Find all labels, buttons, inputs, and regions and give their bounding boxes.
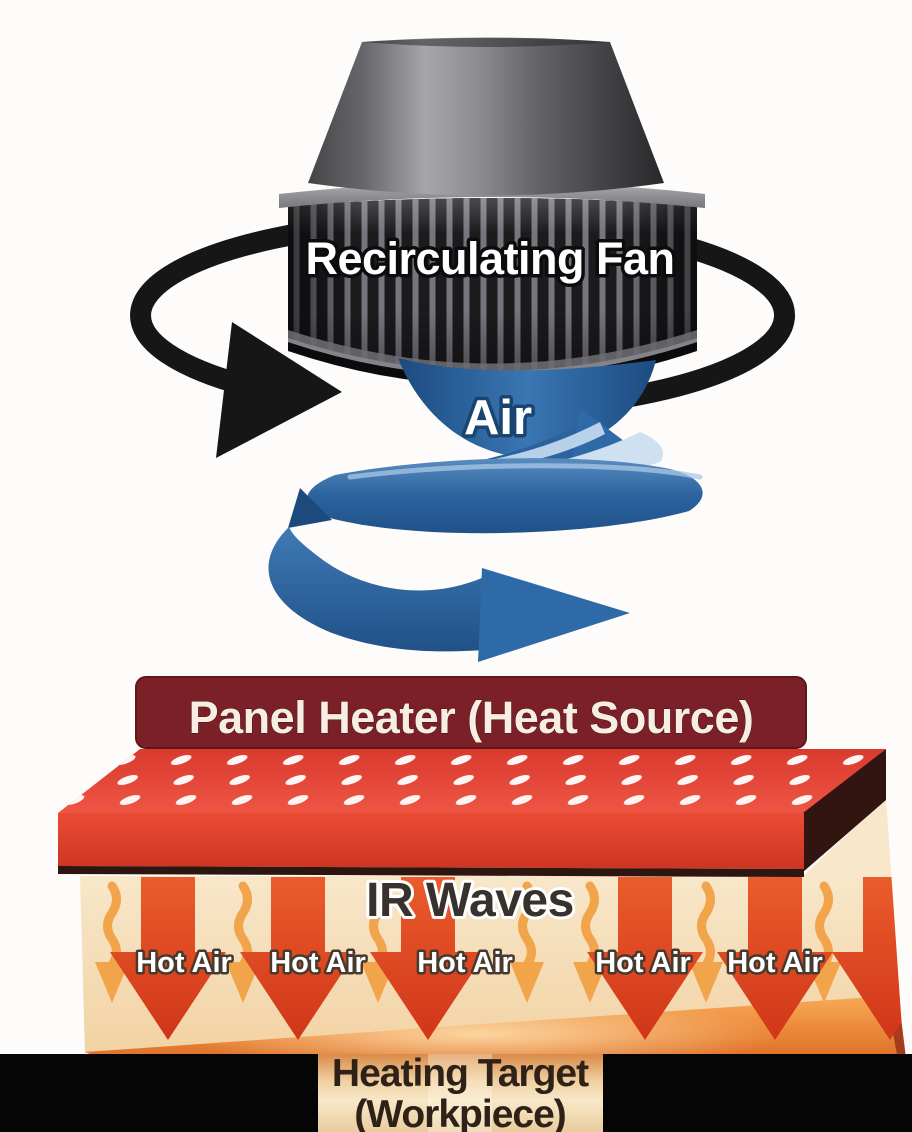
heating-target-label-line1: Heating Target	[332, 1052, 589, 1095]
panel-heater-label: Panel Heater (Heat Source)	[189, 692, 754, 743]
recirculating-fan-illustration: Recirculating Fan	[130, 37, 796, 458]
ir-arrow-icon	[717, 877, 833, 1040]
hot-air-squiggle-arrow-icon	[697, 881, 715, 970]
hot-air-label: Hot Air	[417, 947, 513, 979]
hot-air-label: Hot Air	[136, 947, 232, 979]
fan-cone	[308, 37, 664, 196]
hot-air-label: Hot Air	[727, 947, 823, 979]
heating-target-panel-glow	[428, 1054, 492, 1132]
air-swoosh-arrowhead-icon	[478, 568, 630, 662]
air-loop-top-highlight	[347, 463, 703, 480]
air-swoosh	[268, 527, 484, 652]
rotation-arrowhead-icon	[216, 322, 342, 458]
ir-arrow-icon	[240, 877, 356, 1040]
oven-flows	[95, 877, 904, 1040]
air-loop-left-fold	[288, 488, 332, 528]
air-swirl: Air	[268, 388, 703, 662]
hot-air-squiggle-arrow-icon	[518, 881, 536, 970]
heater-panel-bottom-strip	[58, 866, 804, 877]
fan-cone-top-rim	[362, 38, 610, 47]
heating-target-label-line2: (Workpiece)	[354, 1093, 566, 1132]
heater-panel-3d	[58, 749, 886, 877]
ir-arrows	[110, 877, 904, 1040]
ir-arrow-icon	[587, 877, 703, 1040]
panel-heater-banner: Panel Heater (Heat Source)	[135, 676, 807, 749]
fan-label: Recirculating Fan	[305, 233, 674, 284]
heater-panel-dots	[58, 749, 886, 813]
hot-air-label: Hot Air	[595, 947, 691, 979]
hot-air-labels: Hot Air Hot Air Hot Air Hot Air Hot Air	[134, 945, 826, 982]
air-label: Air	[464, 391, 532, 445]
fan-drum-bottom-hoop	[288, 330, 697, 376]
ir-arrow-icon	[110, 877, 226, 1040]
air-loop	[307, 458, 703, 534]
hot-air-label: Hot Air	[270, 947, 366, 979]
ir-waves-label: IR Waves	[366, 874, 574, 927]
heater-panel-front-face	[58, 813, 804, 869]
fan-drum-slats	[288, 198, 697, 371]
ir-arrow-icon	[370, 877, 486, 1040]
heater-panel-right-face	[803, 749, 886, 872]
heating-target-panel	[318, 1054, 603, 1132]
ir-arrow-icon	[832, 877, 904, 1040]
